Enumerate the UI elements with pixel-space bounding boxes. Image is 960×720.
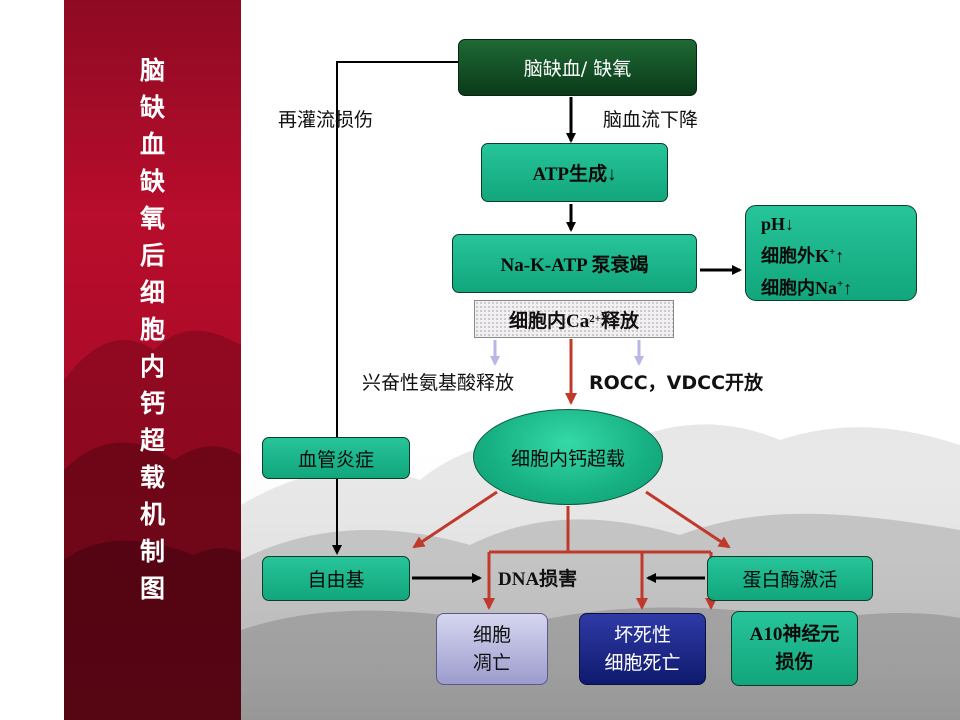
channel-opening-label: ROCC，VDCC开放 bbox=[589, 372, 764, 394]
pump-failure-label: Na-K-ATP 泵衰竭 bbox=[500, 255, 649, 276]
necrosis-line: 坏死性 bbox=[613, 624, 671, 646]
ion-changes-box: pH↓ 细胞外K+↑ 细胞内Na+↑ bbox=[745, 205, 917, 301]
free-radical-box: 自由基 bbox=[262, 556, 410, 601]
pump-failure-box: Na-K-ATP 泵衰竭 bbox=[452, 234, 697, 293]
apoptosis-box: 细胞 凋亡 bbox=[436, 613, 548, 685]
protease-activation-label: 蛋白酶激活 bbox=[742, 569, 838, 591]
title-char: 载 bbox=[139, 463, 165, 492]
vascular-inflammation-label: 血管炎症 bbox=[297, 448, 374, 471]
neuron-line: A10神经元 bbox=[749, 623, 840, 645]
cbf-drop-label: 脑血流下降 bbox=[603, 109, 699, 131]
free-radical-label: 自由基 bbox=[307, 569, 365, 591]
extracellular-k-line: 细胞外K+↑ bbox=[761, 246, 845, 266]
title-char: 血 bbox=[139, 130, 165, 159]
sidebar-mountain-decoration bbox=[64, 330, 241, 720]
title-char: 图 bbox=[139, 574, 165, 603]
title-char: 胞 bbox=[139, 315, 165, 344]
title-char: 缺 bbox=[139, 93, 165, 122]
ph-line: pH↓ bbox=[761, 214, 795, 234]
vascular-inflammation-box: 血管炎症 bbox=[262, 437, 410, 479]
necrosis-line: 细胞死亡 bbox=[604, 652, 681, 674]
title-char: 制 bbox=[139, 537, 165, 566]
sidebar-vertical-title: 脑 缺 血 缺 氧 后 细 胞 内 钙 超 载 机 制 图 bbox=[64, 52, 241, 607]
overload-to-free-radical-arrow bbox=[412, 490, 498, 549]
atp-production-box: ATP生成↓ bbox=[481, 143, 668, 202]
intracellular-na-line: 细胞内Na+↑ bbox=[761, 278, 853, 298]
calcium-overload-label: 细胞内钙超载 bbox=[510, 447, 625, 470]
excitatory-amino-acid-label: 兴奋性氨基酸释放 bbox=[362, 372, 515, 394]
apoptosis-line: 凋亡 bbox=[472, 652, 511, 674]
title-char: 缺 bbox=[139, 167, 165, 196]
a10-neuron-injury-box: A10神经元 损伤 bbox=[731, 611, 858, 686]
title-char: 机 bbox=[139, 500, 165, 529]
title-char: 细 bbox=[139, 278, 165, 307]
title-char: 后 bbox=[139, 241, 165, 270]
protease-activation-box: 蛋白酶激活 bbox=[707, 556, 873, 601]
title-char: 超 bbox=[139, 426, 165, 455]
title-char: 内 bbox=[139, 352, 165, 381]
atp-production-label: ATP生成↓ bbox=[532, 164, 617, 185]
ischemia-hypoxia-box: 脑缺血/ 缺氧 bbox=[458, 39, 697, 96]
ischemia-hypoxia-label: 脑缺血/ 缺氧 bbox=[523, 58, 632, 80]
overload-to-dna-branch bbox=[489, 506, 711, 554]
reperfusion-arrow bbox=[332, 61, 458, 555]
overload-to-protease-arrow bbox=[645, 490, 731, 549]
neuron-line: 损伤 bbox=[775, 651, 814, 673]
title-char: 脑 bbox=[139, 56, 165, 85]
apoptosis-line: 细胞 bbox=[472, 624, 511, 646]
sidebar-panel bbox=[64, 0, 241, 720]
reperfusion-label: 再灌流损伤 bbox=[278, 109, 374, 131]
necrotic-death-box: 坏死性 细胞死亡 bbox=[579, 613, 706, 685]
dna-damage-label: DNA损害 bbox=[498, 569, 578, 590]
title-char: 氧 bbox=[139, 204, 165, 233]
title-char: 钙 bbox=[139, 389, 165, 418]
calcium-overload-ellipse: 细胞内钙超载 bbox=[473, 409, 663, 505]
